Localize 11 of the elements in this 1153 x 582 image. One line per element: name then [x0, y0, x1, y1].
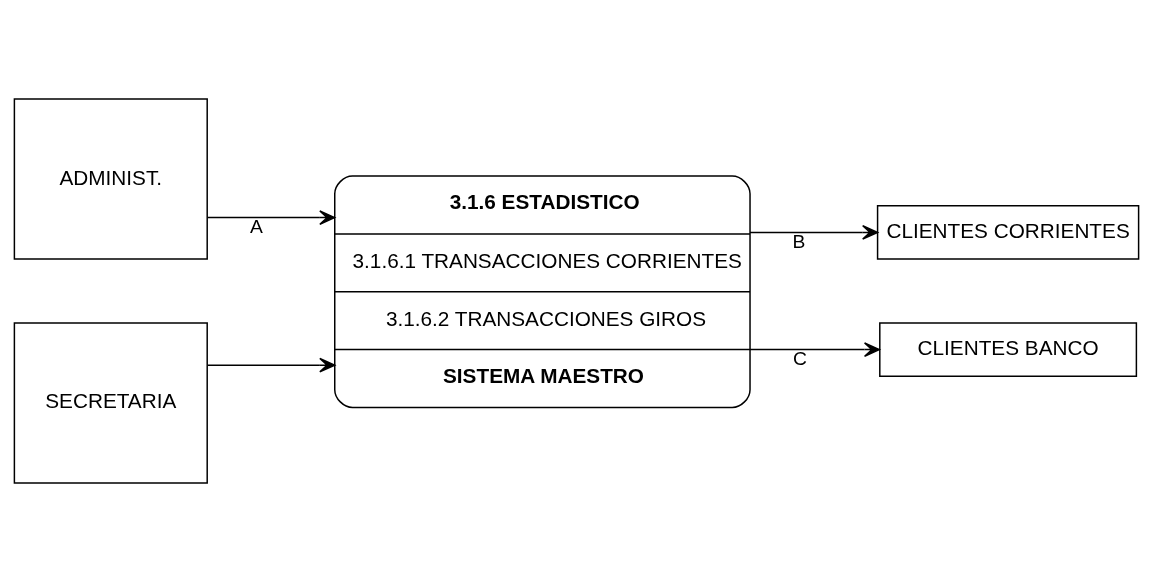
edge-label: A: [249, 216, 263, 238]
node-box: SECRETARIA: [13, 322, 208, 484]
arrow: [749, 342, 881, 357]
edge-label: C: [792, 348, 807, 370]
arrow: [206, 357, 336, 373]
node-box: CLIENTES BANCO: [879, 322, 1138, 377]
arrow: [206, 210, 336, 225]
node-box: CLIENTES CORRIENTES: [876, 205, 1140, 260]
arrow: [749, 225, 879, 240]
edge-label: B: [792, 230, 806, 252]
node-box: ADMINIST.: [13, 98, 208, 260]
